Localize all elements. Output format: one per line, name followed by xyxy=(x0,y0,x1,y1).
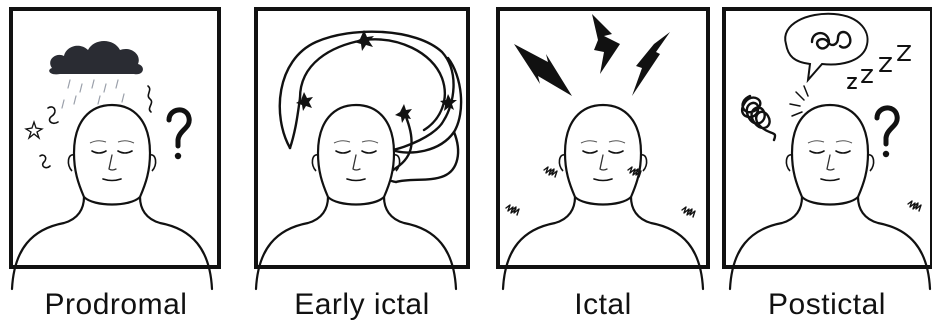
phase-label-prodromal: Prodromal xyxy=(8,288,224,322)
panel-prodromal xyxy=(11,9,219,289)
phase-label-ictal: Ictal xyxy=(496,288,710,322)
phase-label-postictal: Postictal xyxy=(722,288,932,322)
phase-label-early-ictal: Early ictal xyxy=(254,288,470,322)
panel-postictal xyxy=(724,9,932,289)
panel-early-ictal xyxy=(256,9,468,289)
panel-ictal xyxy=(498,9,708,289)
